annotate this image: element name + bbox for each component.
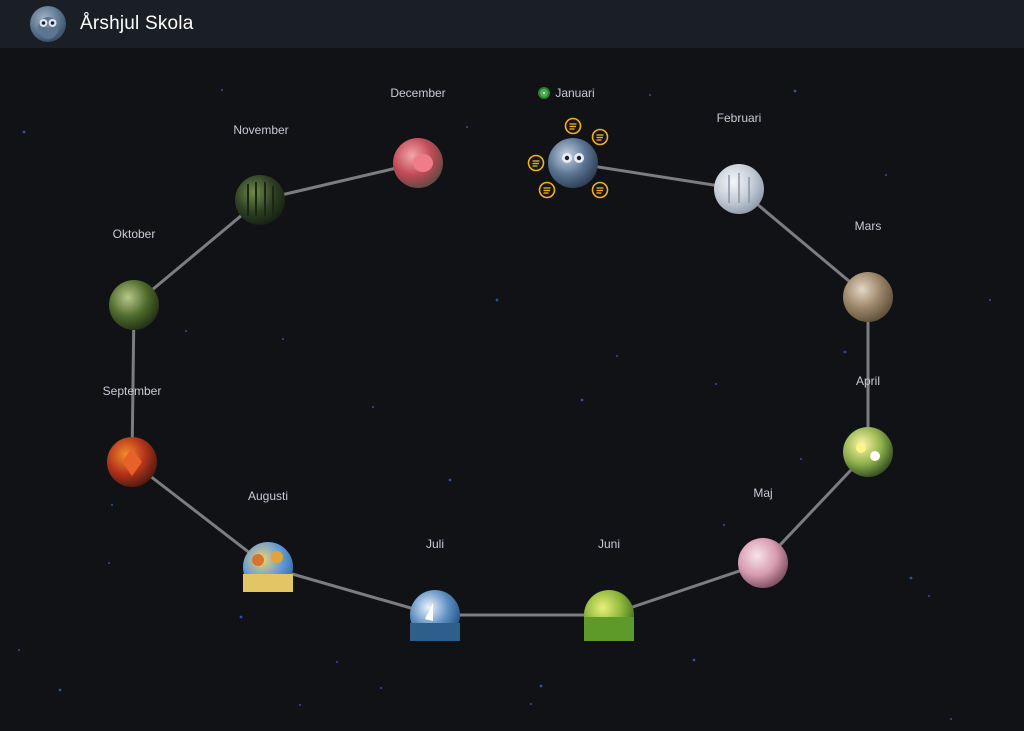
balloon-shape <box>271 551 283 563</box>
star-dot <box>495 298 499 302</box>
field-shape <box>243 574 293 592</box>
month-node-november[interactable] <box>235 175 285 225</box>
month-label-januari: Januari <box>555 86 595 100</box>
month-node-mars[interactable] <box>843 272 893 322</box>
starfield-background <box>18 89 991 720</box>
leaf-shape <box>122 448 142 476</box>
month-nodes <box>107 138 893 641</box>
month-label-februari: Februari <box>716 111 762 125</box>
star-dot <box>282 338 284 340</box>
event-markers <box>527 117 609 199</box>
star-dot <box>539 684 543 688</box>
note-lines-icon[interactable] <box>591 128 609 146</box>
flower-shape <box>856 443 866 453</box>
balloon-shape <box>252 554 264 566</box>
star-dot <box>380 687 382 689</box>
star-dot <box>989 299 991 301</box>
grass-shape <box>584 617 634 641</box>
owl-photo-icon <box>548 138 598 188</box>
star-dot <box>616 355 618 357</box>
connector-line <box>133 198 261 307</box>
star-dot <box>448 478 452 482</box>
owl-pupil <box>576 155 582 161</box>
note-lines-icon[interactable] <box>527 154 545 172</box>
month-node-juli[interactable] <box>410 590 460 641</box>
connector-line <box>761 450 870 565</box>
app-title: Årshjul Skola <box>80 13 194 34</box>
active-month-indicator <box>538 87 550 99</box>
star-dot <box>885 174 887 176</box>
month-label-oktober: Oktober <box>112 227 156 241</box>
tree-trunks <box>728 173 750 203</box>
note-lines-icon[interactable] <box>591 181 609 199</box>
star-dot <box>723 524 725 526</box>
star-dot <box>108 562 110 564</box>
connector-line <box>130 304 136 463</box>
month-node-oktober[interactable] <box>109 280 159 330</box>
connector-line <box>267 565 436 617</box>
owl-pupil <box>564 155 570 161</box>
star-dot <box>928 595 930 597</box>
month-node-augusti[interactable] <box>243 542 293 592</box>
wheel-connector-lines <box>130 161 870 617</box>
star-dot <box>715 383 717 385</box>
month-node-januari[interactable] <box>548 138 598 188</box>
month-label-mars: Mars <box>854 219 882 233</box>
star-dot <box>111 504 113 506</box>
month-label-juli: Juli <box>425 537 445 551</box>
month-label-juni: Juni <box>597 537 621 551</box>
connector-line <box>572 161 740 191</box>
connector-line <box>131 460 269 569</box>
star-dot <box>336 661 338 663</box>
month-label-december: December <box>390 86 446 100</box>
tree-trunks <box>247 182 274 216</box>
water-shape <box>410 623 460 641</box>
star-dot <box>800 458 802 460</box>
star-dot <box>466 126 468 128</box>
star-dot <box>950 718 952 720</box>
star-dot <box>299 704 301 706</box>
star-dot <box>185 330 187 332</box>
star-dot <box>793 89 797 93</box>
spring-flowers-photo-icon <box>843 427 893 477</box>
tulip-bloom <box>413 154 433 172</box>
star-dot <box>221 89 223 91</box>
star-dot <box>580 398 584 402</box>
note-lines-icon[interactable] <box>538 181 556 199</box>
month-node-september[interactable] <box>107 437 157 487</box>
month-label-april: April <box>855 374 881 388</box>
month-label-september: September <box>102 384 162 398</box>
star-dot <box>692 658 696 662</box>
month-node-februari[interactable] <box>714 164 764 214</box>
star-dot <box>649 94 651 96</box>
month-label-augusti: Augusti <box>247 489 289 503</box>
connector-line <box>608 561 764 617</box>
dark-forest-photo-icon <box>235 175 285 225</box>
month-label-maj: Maj <box>753 486 773 500</box>
month-node-juni[interactable] <box>584 590 634 641</box>
top-app-bar: Årshjul Skola <box>0 0 1024 48</box>
connector-line <box>259 161 419 202</box>
star-dot <box>372 406 374 408</box>
month-node-maj[interactable] <box>738 538 788 588</box>
star-dot <box>530 703 532 705</box>
sail-shape <box>425 603 433 621</box>
star-dot <box>58 688 62 692</box>
star-dot <box>18 649 20 651</box>
star-dot <box>239 615 243 619</box>
note-lines-icon[interactable] <box>564 117 582 135</box>
owl-avatar-icon[interactable] <box>30 6 66 42</box>
cherry-blossom-photo-icon <box>738 538 788 588</box>
star-dot <box>843 350 847 354</box>
month-label-november: November <box>233 123 289 137</box>
month-node-december[interactable] <box>393 138 443 188</box>
month-node-april[interactable] <box>843 427 893 477</box>
star-dot <box>22 130 26 134</box>
mushrooms-photo-icon <box>109 280 159 330</box>
budding-branch-photo-icon <box>843 272 893 322</box>
flower-shape <box>870 451 880 461</box>
connector-line <box>738 187 869 299</box>
star-dot <box>909 576 913 580</box>
